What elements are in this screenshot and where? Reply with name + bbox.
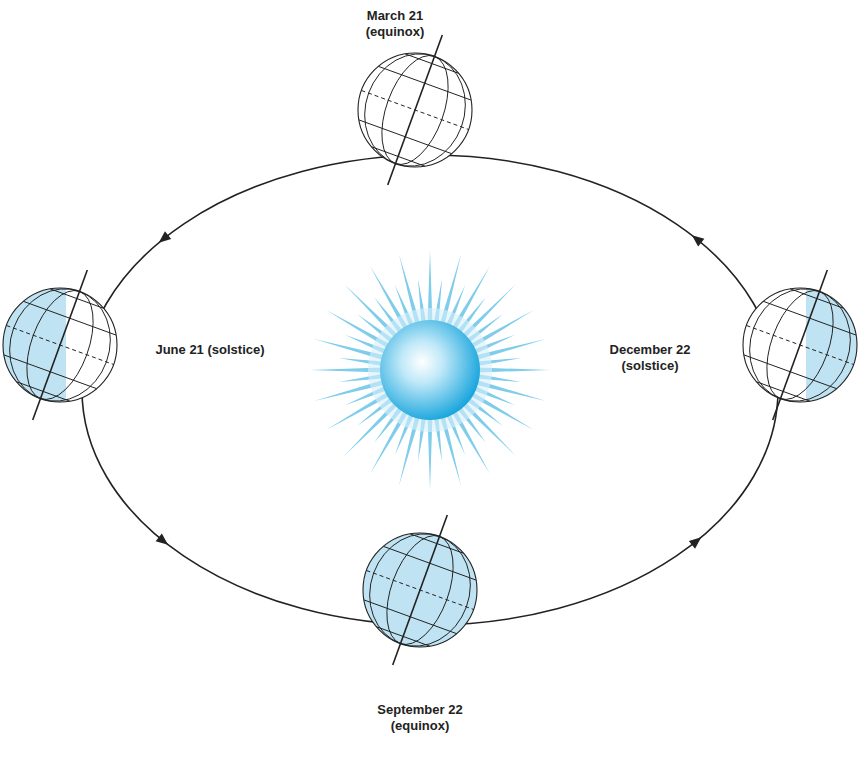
meridian-line	[0, 275, 126, 416]
earth-axis	[388, 35, 443, 185]
earth-globe	[334, 16, 496, 205]
orbit-arrowhead	[156, 533, 172, 548]
earth-globe	[339, 496, 501, 685]
date-label: December 22 (solstice)	[595, 342, 705, 374]
globe-outline	[358, 53, 472, 167]
meridian-line	[734, 275, 860, 416]
globe-outline	[743, 288, 857, 402]
orbit-arrowhead	[689, 533, 705, 548]
sun-disc	[380, 320, 480, 420]
date-label: June 21 (solstice)	[155, 342, 265, 358]
date-label: March 21 (equinox)	[340, 8, 450, 40]
globe-outline	[3, 288, 117, 402]
globe-grid	[719, 251, 860, 440]
globe-grid	[339, 496, 501, 685]
globe-grid	[0, 251, 141, 440]
earth-axis	[773, 270, 828, 420]
sun-symbol	[310, 250, 550, 490]
earth-axis	[33, 270, 88, 420]
earth-globe	[719, 251, 860, 440]
globe-outline	[363, 533, 477, 647]
globe-grid	[334, 16, 496, 205]
date-label: September 22 (equinox)	[365, 702, 475, 734]
earth-globe	[0, 251, 141, 440]
sun-glow	[368, 308, 492, 432]
earth-axis	[393, 515, 448, 665]
orbit-arrowhead	[689, 231, 705, 246]
orbit-arrowhead	[156, 231, 172, 246]
